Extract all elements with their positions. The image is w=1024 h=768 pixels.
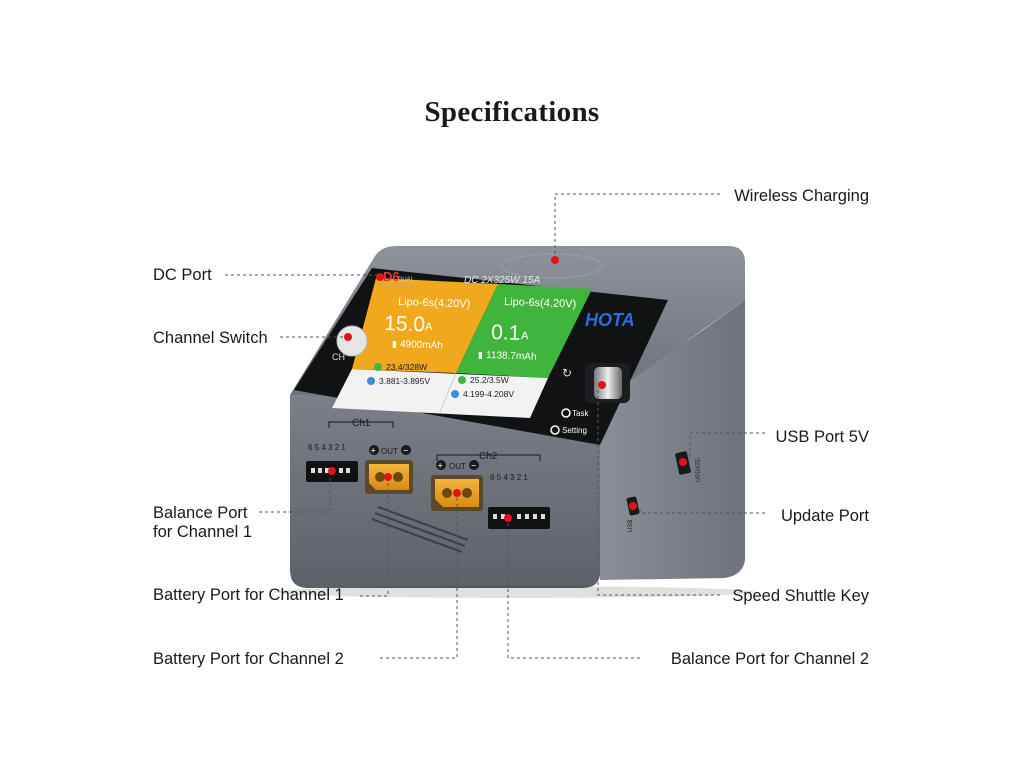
dot-wireless-charging	[551, 256, 559, 264]
minus-sign: −	[403, 446, 408, 456]
task-label: Task	[572, 409, 589, 418]
battery-icon: ▮	[478, 350, 483, 360]
setting-label: Setting	[562, 426, 587, 435]
power-icon	[374, 363, 382, 371]
minus-icon	[469, 460, 479, 470]
brand-logo: HOTA	[585, 310, 635, 330]
vent-grille	[371, 506, 469, 553]
ch2-balance-pins: 6 5 4 3 2 1	[490, 473, 528, 482]
ch1-capacity: 4900mAh	[400, 339, 443, 351]
ch2-out-label: OUT	[449, 462, 466, 471]
ch-button-label: CH	[332, 352, 345, 362]
ch1-out-label: OUT	[381, 447, 398, 456]
ch2-power: 25.2/3.5W	[470, 375, 509, 385]
label-battery-ch1: Battery Port for Channel 1	[153, 586, 344, 604]
speed-shuttle-key[interactable]	[594, 367, 622, 399]
rotate-arrow-icon: ↻	[562, 366, 572, 380]
channel-switch-button[interactable]	[336, 325, 368, 357]
setting-button[interactable]	[550, 425, 560, 435]
dot-battery-ch1	[384, 473, 392, 481]
ch2-capacity: 1138.7mAh	[486, 350, 537, 363]
update-side-label: UPDATE	[696, 458, 702, 482]
plus-icon	[369, 445, 379, 455]
dot-speed-shuttle	[598, 381, 606, 389]
plus-sign: +	[371, 446, 376, 456]
battery-icon: ▮	[392, 339, 397, 349]
ch1-balance-pins: 6 5 4 3 2 1	[308, 443, 346, 452]
ch2-label: Ch2	[479, 451, 498, 462]
label-balance-ch2: Balance Port for Channel 2	[670, 650, 869, 668]
dot-dc-port	[376, 273, 384, 281]
dot-battery-ch2	[453, 489, 461, 497]
dot-balance-ch2	[504, 514, 512, 522]
label-speed-shuttle: Speed Shuttle Key	[732, 587, 869, 605]
ch1-battery-type: Lipo-6s(4.20V)	[398, 296, 471, 311]
plus-sign: +	[438, 461, 443, 471]
model-sub2-label: SMART CHARGER	[378, 284, 413, 289]
model-label: D6	[383, 269, 400, 284]
minus-icon	[401, 445, 411, 455]
page-title: Specifications	[424, 96, 600, 128]
minus-sign: −	[471, 461, 476, 471]
channel2-panel	[456, 284, 592, 378]
dot-balance-ch1	[328, 467, 336, 475]
ch1-current-unit: A	[425, 321, 433, 333]
usb-side-label: USB	[628, 520, 634, 532]
label-battery-ch2: Battery Port for Channel 2	[153, 650, 344, 668]
model-sub-label: DUAL	[398, 277, 415, 283]
status-region	[332, 369, 548, 418]
label-balance-ch1-line1: Balance Port	[153, 504, 248, 522]
channel1-panel	[352, 278, 498, 373]
label-usb-port: USB Port 5V	[775, 428, 869, 446]
ch2-current: 0.1	[491, 321, 521, 345]
screen-header: DC 2X325W 15A	[464, 275, 540, 286]
label-channel-switch: Channel Switch	[153, 329, 268, 347]
dot-channel-switch	[344, 333, 352, 341]
ch1-voltage: 3.881-3.895V	[379, 376, 430, 386]
label-balance-ch1-line2: for Channel 1	[153, 523, 253, 541]
ch1-power: 23.4/328W	[386, 362, 427, 372]
dot-update-port	[629, 502, 637, 510]
ch1-current: 15.0	[384, 312, 426, 336]
label-wireless-charging: Wireless Charging	[734, 187, 869, 205]
label-update-port: Update Port	[780, 507, 869, 525]
dot-usb-port	[679, 458, 687, 466]
callout-lines	[225, 193, 765, 659]
wireless-pad	[501, 253, 603, 279]
ch2-battery-type: Lipo-6s(4.20V)	[504, 296, 577, 311]
voltage-icon	[367, 377, 375, 385]
ch1-label: Ch1	[352, 418, 371, 429]
task-button[interactable]	[561, 408, 571, 418]
power-icon	[458, 376, 466, 384]
voltage-icon	[451, 390, 459, 398]
label-dc-port: DC Port	[153, 266, 212, 284]
ch2-current-unit: A	[521, 330, 529, 342]
callout-dots	[328, 256, 687, 522]
ch2-voltage: 4.199-4.208V	[463, 389, 514, 399]
plus-icon	[436, 460, 446, 470]
